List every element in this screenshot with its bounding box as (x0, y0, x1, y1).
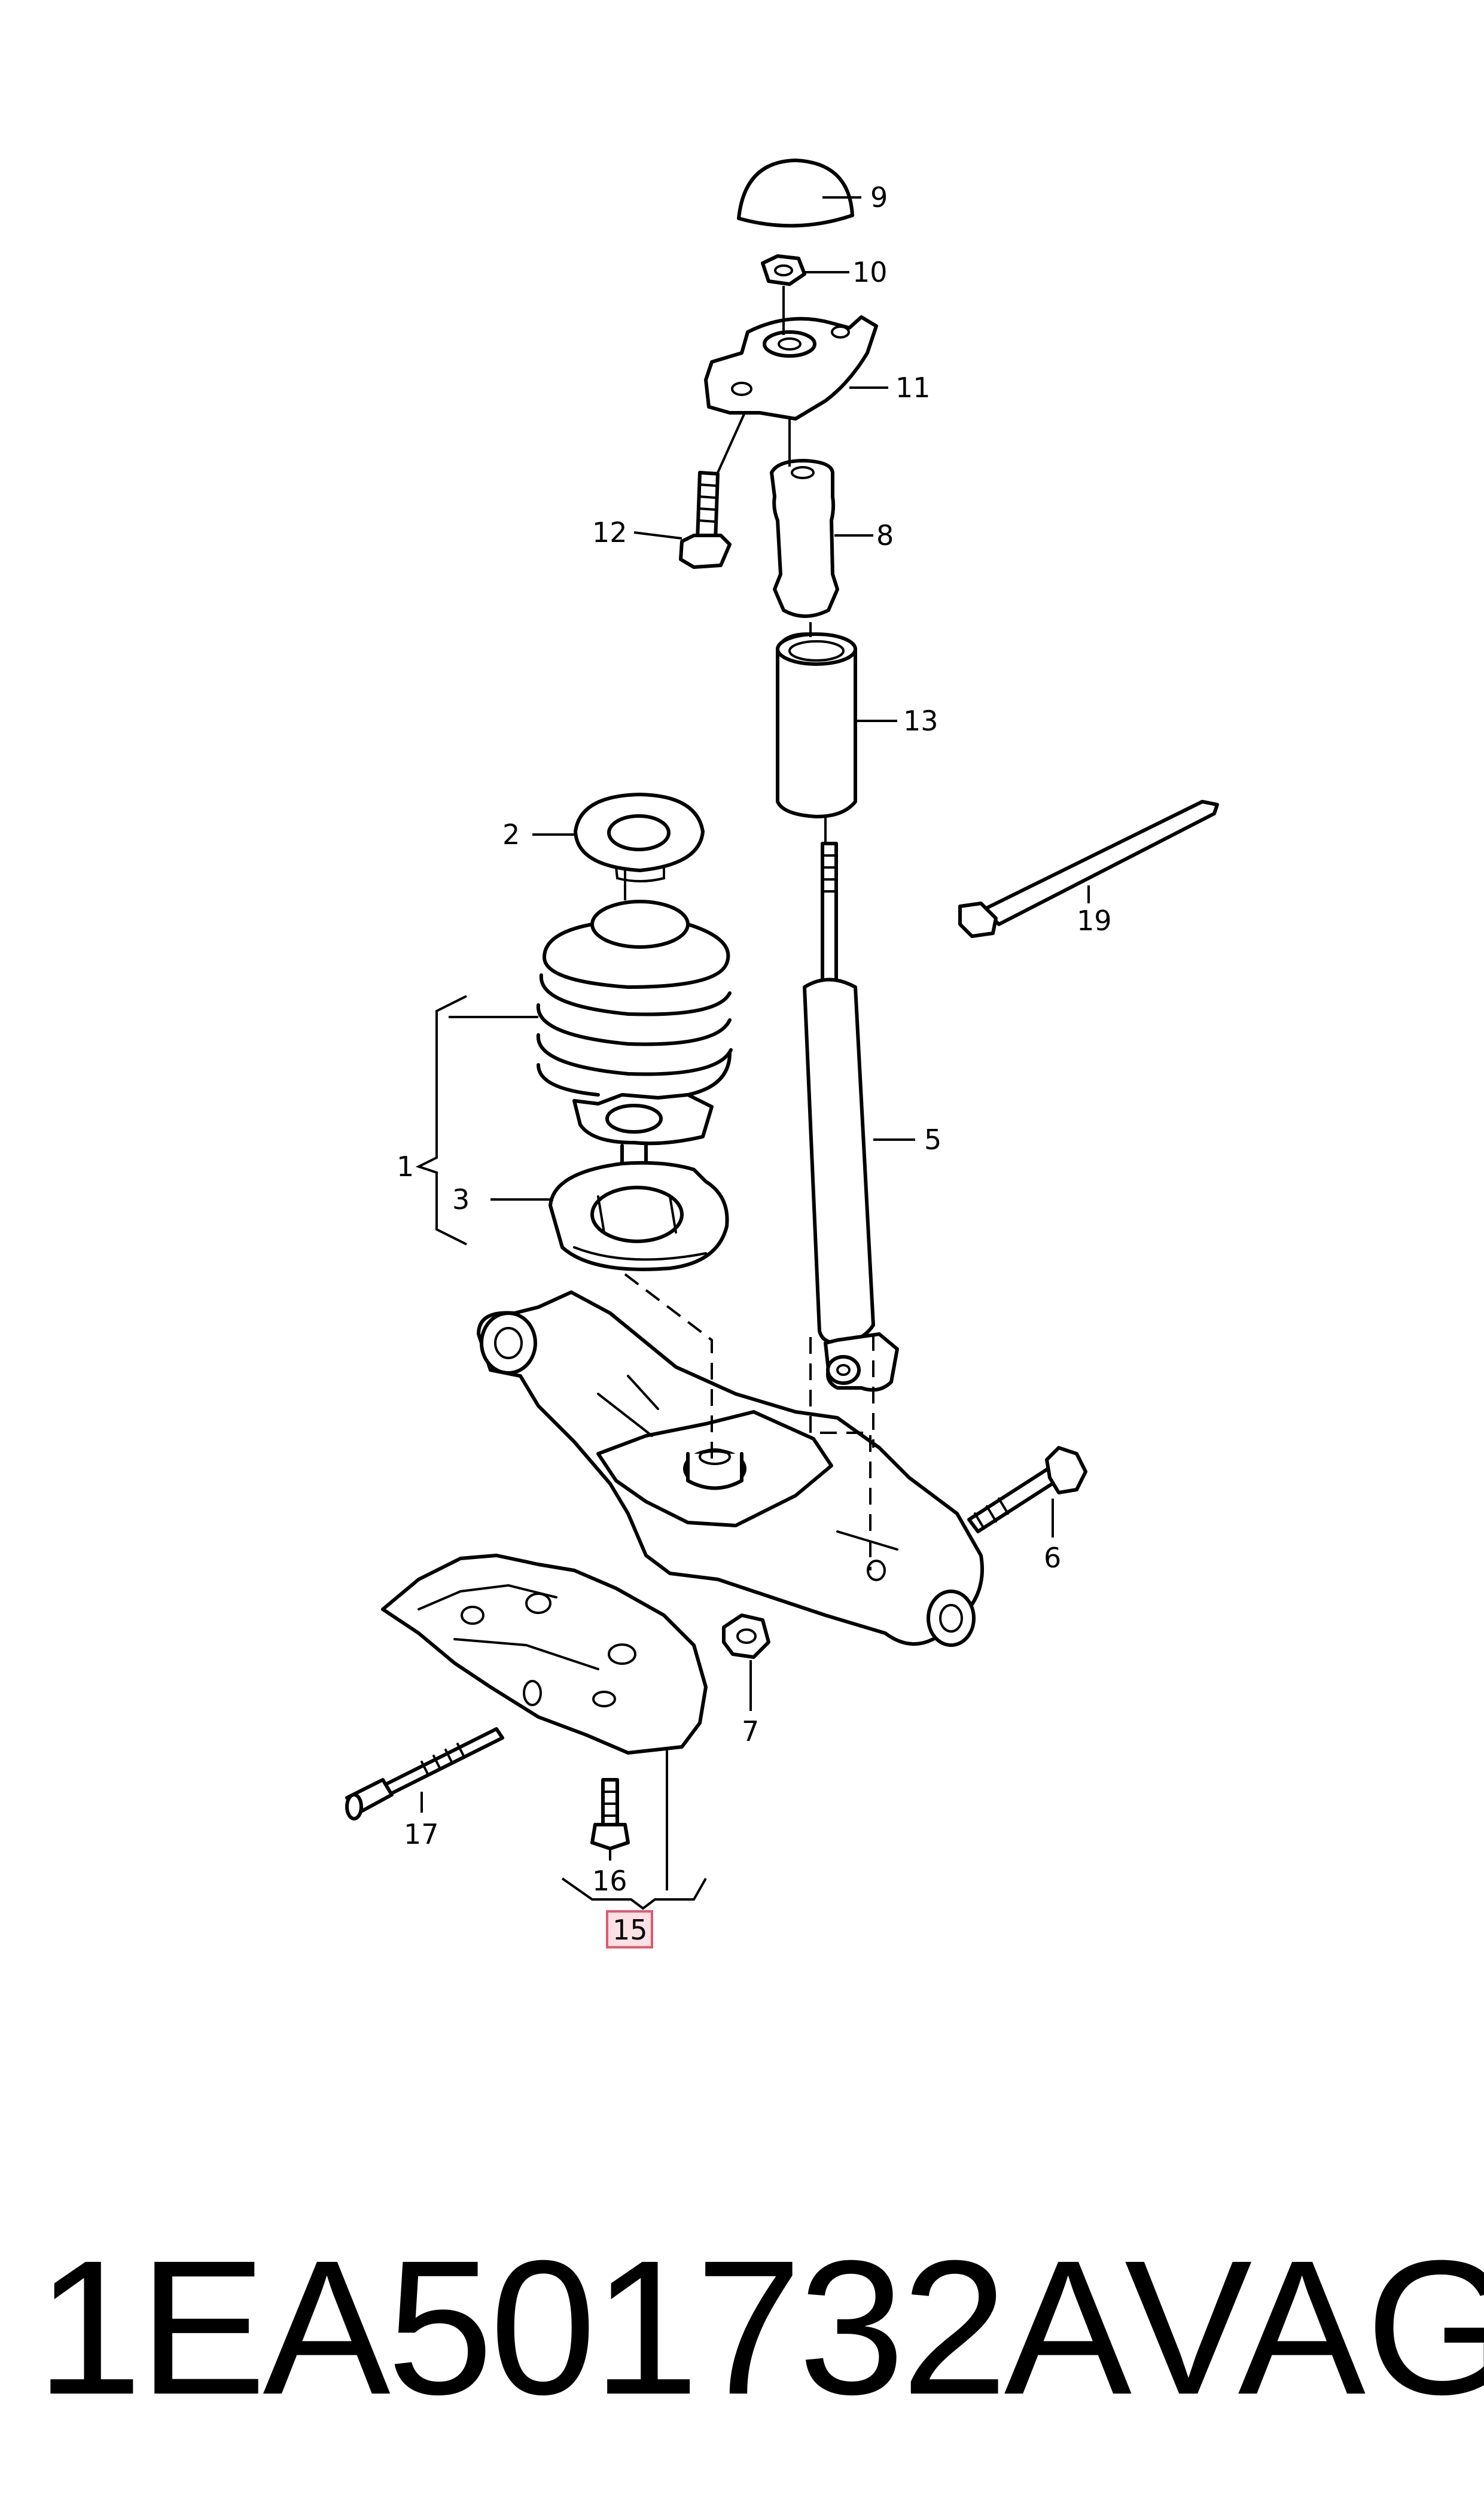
part-17-through-bolt (345, 1727, 504, 1820)
part-3-lower-spring-seat (548, 1161, 729, 1271)
part-13-dust-sleeve (776, 632, 857, 818)
callout-7: 7 (742, 1715, 759, 1747)
part-2-upper-spring-pad (574, 793, 705, 882)
callout-17: 17 (404, 1818, 439, 1850)
part-15-bracket (381, 1554, 708, 1755)
part-8-bump-stop (770, 459, 839, 618)
part-7-nut (722, 1613, 770, 1659)
callout-10: 10 (852, 256, 888, 288)
part-1-coil-spring (536, 900, 733, 1174)
caption-bar: 1EA501732A VAG (0, 2202, 1484, 2453)
callout-15-highlight (606, 1910, 653, 1948)
callout-8: 8 (876, 519, 894, 552)
callout-3: 3 (452, 1183, 470, 1216)
leader-lines (415, 196, 1090, 1910)
callout-2: 2 (502, 818, 520, 851)
callout-5: 5 (924, 1123, 941, 1156)
callout-13: 13 (903, 705, 938, 737)
part-11-top-mount (704, 315, 878, 421)
part-12-bolt (679, 471, 732, 569)
callout-16: 16 (592, 1865, 627, 1897)
crossmember-body (477, 1290, 984, 1647)
callout-9: 9 (870, 181, 888, 214)
part-10-nut (761, 254, 806, 286)
callout-19: 19 (1077, 905, 1112, 937)
callout-11: 11 (895, 372, 931, 404)
callout-1: 1 (397, 1150, 414, 1183)
part-6-bolt (967, 1446, 1087, 1533)
callout-labels: 9 10 11 12 8 13 2 19 1 5 3 6 7 17 16 15 (397, 181, 1112, 1948)
callout-15: 15 (613, 1914, 648, 1946)
part-9-cap (737, 159, 854, 228)
brand-text: VAG (1125, 2220, 1484, 2434)
part-5-shock-absorber (803, 842, 899, 1392)
part-16-bolt (590, 1778, 630, 1850)
callout-12: 12 (592, 516, 627, 549)
part-number-text: 1EA501732A (36, 2220, 1132, 2434)
callout-6: 6 (1044, 1542, 1061, 1574)
part-19-cable-tie (958, 800, 1219, 938)
